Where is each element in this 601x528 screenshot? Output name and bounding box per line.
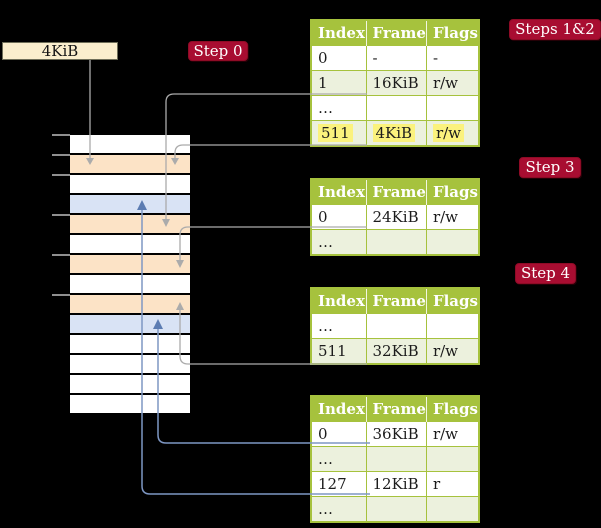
memory-frame-row-13-white xyxy=(70,395,190,413)
table-row: 511 4KiB r/w xyxy=(310,120,480,147)
badge-step-4: Step 4 xyxy=(515,263,576,284)
header-frame: Frame xyxy=(365,179,427,205)
header-frame: Frame xyxy=(365,288,427,314)
memory-frame-row-12-white xyxy=(70,375,190,393)
cell-index: … xyxy=(310,496,367,523)
header-index: Index xyxy=(311,288,366,314)
cell-index: 0 xyxy=(310,421,367,447)
address-tick xyxy=(52,214,70,216)
address-tick xyxy=(52,154,70,156)
address-tick xyxy=(52,134,70,136)
header-flags: Flags xyxy=(425,396,480,422)
highlighted-value: 4KiB xyxy=(372,124,416,142)
cell-frame xyxy=(365,95,427,121)
header-flags: Flags xyxy=(425,20,480,46)
cell-index: 127 xyxy=(310,471,367,497)
cell-frame xyxy=(365,446,427,472)
table-row: … xyxy=(310,496,480,523)
cell-index: 1 xyxy=(310,70,367,96)
memory-frame-row-3-blue xyxy=(70,195,190,213)
cell-index: 511 xyxy=(310,338,367,365)
cell-index: … xyxy=(310,313,367,339)
cell-index: 0 xyxy=(310,204,367,230)
memory-frame-row-10-white xyxy=(70,335,190,353)
cell-flags: - xyxy=(425,45,480,71)
memory-frame-row-0-white xyxy=(70,135,190,153)
cell-index: … xyxy=(310,229,367,256)
cell-frame xyxy=(365,229,427,256)
badge-steps-1-2: Steps 1&2 xyxy=(509,19,601,40)
header-flags: Flags xyxy=(425,288,480,314)
highlighted-value: r/w xyxy=(432,124,465,142)
memory-frame-row-7-white xyxy=(70,275,190,293)
cell-index: … xyxy=(310,95,367,121)
cell-index: 511 xyxy=(310,120,367,147)
cell-frame: 12KiB xyxy=(365,471,427,497)
cell-frame xyxy=(365,496,427,523)
cell-flags xyxy=(425,446,480,472)
cell-index: 0 xyxy=(310,45,367,71)
header-index: Index xyxy=(311,179,366,205)
memory-frame-row-5-white xyxy=(70,235,190,253)
cell-frame: - xyxy=(365,45,427,71)
address-tick xyxy=(52,174,70,176)
header-index: Index xyxy=(311,20,366,46)
table-row: … xyxy=(310,95,480,121)
memory-frame-row-11-white xyxy=(70,355,190,373)
cell-frame xyxy=(365,313,427,339)
cell-flags: r/w xyxy=(425,421,480,447)
badge-step-3: Step 3 xyxy=(519,157,581,178)
memory-frame-row-2-white xyxy=(70,175,190,193)
header-flags: Flags xyxy=(425,179,480,205)
cell-flags xyxy=(425,95,480,121)
cell-flags: r/w xyxy=(425,120,480,147)
memory-frame-row-6-peach xyxy=(70,255,190,273)
memory-frame-row-9-blue xyxy=(70,315,190,333)
header-frame: Frame xyxy=(365,396,427,422)
root-table-size-box: 4KiB xyxy=(2,42,118,60)
header-frame: Frame xyxy=(365,20,427,46)
header-index: Index xyxy=(311,396,366,422)
cell-frame: 16KiB xyxy=(365,70,427,96)
cell-flags xyxy=(425,313,480,339)
memory-frame-row-1-peach xyxy=(70,155,190,173)
table-row: 0-- xyxy=(310,45,480,71)
cell-frame: 32KiB xyxy=(365,338,427,365)
cell-flags xyxy=(425,229,480,256)
badge-step-0: Step 0 xyxy=(188,41,248,61)
cell-flags: r/w xyxy=(425,204,480,230)
table-row: … xyxy=(310,446,480,472)
address-tick xyxy=(52,254,70,256)
cell-frame: 4KiB xyxy=(365,120,427,147)
cell-flags: r/w xyxy=(425,70,480,96)
memory-frame-row-4-peach xyxy=(70,215,190,233)
cell-index: … xyxy=(310,446,367,472)
table-row: … xyxy=(310,313,480,339)
memory-frame-row-8-peach xyxy=(70,295,190,313)
address-tick xyxy=(52,294,70,296)
cell-flags xyxy=(425,496,480,523)
cell-flags: r xyxy=(425,471,480,497)
cell-frame: 36KiB xyxy=(365,421,427,447)
table-row: … xyxy=(310,229,480,256)
cell-flags: r/w xyxy=(425,338,480,365)
cell-frame: 24KiB xyxy=(365,204,427,230)
highlighted-value: 511 xyxy=(318,124,353,142)
